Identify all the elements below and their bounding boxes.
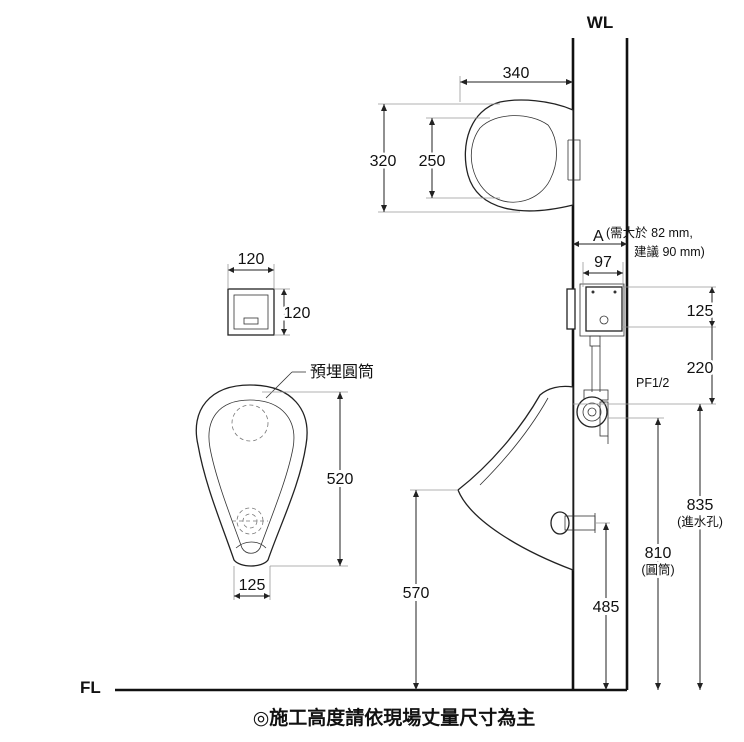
footnote: ◎施工高度請依現場丈量尺寸為主 <box>253 706 536 729</box>
dim-valve-spacing: 220 <box>684 327 716 404</box>
flush-valve <box>566 283 625 444</box>
dim-valve-depth: 97 <box>582 254 624 287</box>
urinal-top-view <box>464 99 581 212</box>
embedded-tube-leader: 預埋圓筒 <box>265 363 374 399</box>
dim-front-bottom-width-value: 125 <box>239 577 266 594</box>
floor-label: FL <box>80 678 101 697</box>
dim-front-bottom-width: 125 <box>233 566 271 600</box>
dim-top-width: 340 <box>459 65 573 102</box>
dim-front-height-value: 520 <box>327 471 354 488</box>
dim-valve-spacing-value: 220 <box>687 360 714 377</box>
dim-top-inner-height: 250 <box>416 117 500 199</box>
dim-rim-height-value: 570 <box>403 585 430 602</box>
dim-tube-height-value: 810 <box>645 545 672 562</box>
embedded-tube-label: 預埋圓筒 <box>310 363 374 381</box>
dim-top-outer-height: 320 <box>367 103 520 213</box>
dim-tube-height: 810 (圓筒) <box>639 418 677 690</box>
dim-outlet-height: 485 <box>590 523 622 690</box>
dim-rim-height: 570 <box>400 489 458 690</box>
dim-valve-height-value: 125 <box>687 303 714 320</box>
dim-valve-height: 125 <box>622 286 716 328</box>
dim-wall-gap-a-note-2: 建議 90 mm) <box>634 245 705 259</box>
urinal-side-view <box>457 385 596 571</box>
dim-top-width-value: 340 <box>503 65 530 82</box>
wall-label: WL <box>587 13 613 32</box>
dim-wall-gap-a-note-1: (需大於 82 mm, <box>606 225 693 240</box>
dim-box-width: 120 <box>227 251 275 289</box>
dim-front-height: 520 <box>262 391 356 567</box>
dim-top-outer-height-value: 320 <box>370 153 397 170</box>
dim-inlet-height-note: (進水孔) <box>677 515 723 529</box>
dim-wall-gap-a-label: A <box>593 228 604 245</box>
dim-valve-depth-value: 97 <box>594 254 612 271</box>
dim-box-height-value: 120 <box>284 305 311 322</box>
dim-box-height: 120 <box>274 288 313 336</box>
embedded-box <box>227 288 275 336</box>
dim-tube-height-note: (圓筒) <box>641 562 674 577</box>
dim-inlet-height-value: 835 <box>687 497 714 514</box>
dim-box-width-value: 120 <box>238 251 265 268</box>
urinal-front-view <box>195 384 308 567</box>
dim-inlet-height: 835 (進水孔) <box>675 404 725 690</box>
dim-top-inner-height-value: 250 <box>419 153 446 170</box>
dim-wall-gap-a: A (需大於 82 mm, 建議 90 mm) <box>573 225 705 259</box>
dim-outlet-height-value: 485 <box>593 599 620 616</box>
pipe-size-label: PF1/2 <box>636 376 669 390</box>
